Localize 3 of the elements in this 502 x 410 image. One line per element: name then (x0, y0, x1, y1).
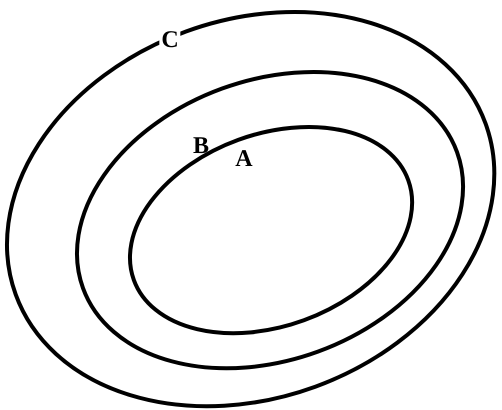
contour-ellipse (74, 70, 465, 370)
contour-ellipse (5, 10, 497, 408)
contour-ellipse (128, 124, 414, 336)
